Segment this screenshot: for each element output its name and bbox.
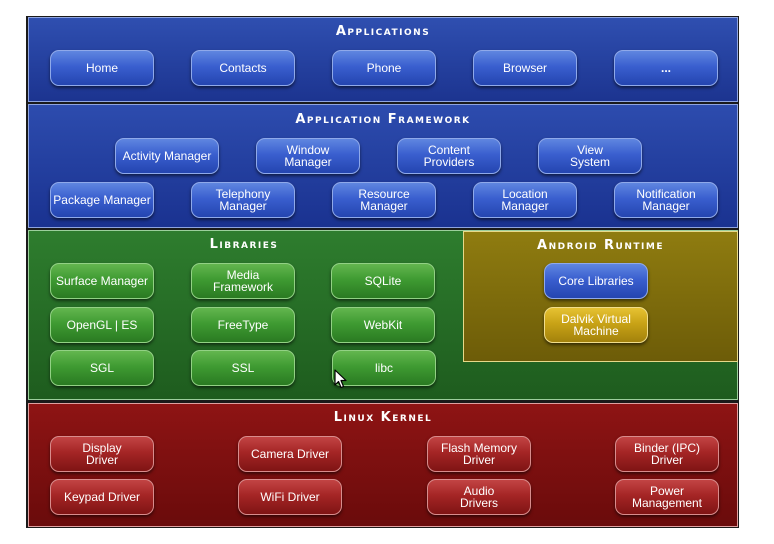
app-phone[interactable]: Phone xyxy=(332,50,436,86)
app-browser[interactable]: Browser xyxy=(473,50,577,86)
notification-manager[interactable]: Notification Manager xyxy=(614,182,718,218)
media-framework[interactable]: Media Framework xyxy=(191,263,295,299)
app-more[interactable]: ... xyxy=(614,50,718,86)
framework-title: Application Framework xyxy=(295,112,471,127)
surface-manager[interactable]: Surface Manager xyxy=(50,263,154,299)
dalvik-virtual-machine[interactable]: Dalvik Virtual Machine xyxy=(544,307,648,343)
libc[interactable]: libc xyxy=(332,350,436,386)
audio-drivers[interactable]: Audio Drivers xyxy=(427,479,531,515)
kernel-layer: Linux Kernel Display Driver Camera Drive… xyxy=(28,403,738,527)
core-libraries[interactable]: Core Libraries xyxy=(544,263,648,299)
app-home[interactable]: Home xyxy=(50,50,154,86)
power-management[interactable]: Power Management xyxy=(615,479,719,515)
sgl[interactable]: SGL xyxy=(50,350,154,386)
applications-layer: Applications Home Contacts Phone Browser… xyxy=(28,17,738,102)
opengl-es[interactable]: OpenGL | ES xyxy=(50,307,154,343)
libraries-title: Libraries xyxy=(209,237,279,252)
flash-memory-driver[interactable]: Flash Memory Driver xyxy=(427,436,531,472)
applications-title: Applications xyxy=(335,24,431,39)
display-driver[interactable]: Display Driver xyxy=(50,436,154,472)
camera-driver[interactable]: Camera Driver xyxy=(238,436,342,472)
package-manager[interactable]: Package Manager xyxy=(50,182,154,218)
webkit[interactable]: WebKit xyxy=(331,307,435,343)
kernel-title: Linux Kernel xyxy=(333,410,433,425)
activity-manager[interactable]: Activity Manager xyxy=(115,138,219,174)
app-contacts[interactable]: Contacts xyxy=(191,50,295,86)
binder-ipc-driver[interactable]: Binder (IPC) Driver xyxy=(615,436,719,472)
sqlite[interactable]: SQLite xyxy=(331,263,435,299)
view-system[interactable]: View System xyxy=(538,138,642,174)
runtime-layer: Android Runtime Core Libraries Dalvik Vi… xyxy=(463,231,738,362)
freetype[interactable]: FreeType xyxy=(191,307,295,343)
keypad-driver[interactable]: Keypad Driver xyxy=(50,479,154,515)
location-manager[interactable]: Location Manager xyxy=(473,182,577,218)
resource-manager[interactable]: Resource Manager xyxy=(332,182,436,218)
wifi-driver[interactable]: WiFi Driver xyxy=(238,479,342,515)
content-providers[interactable]: Content Providers xyxy=(397,138,501,174)
runtime-title: Android Runtime xyxy=(537,238,664,253)
mouse-pointer-icon xyxy=(334,369,347,389)
ssl[interactable]: SSL xyxy=(191,350,295,386)
telephony-manager[interactable]: Telephony Manager xyxy=(191,182,295,218)
window-manager[interactable]: Window Manager xyxy=(256,138,360,174)
framework-layer: Application Framework Activity Manager W… xyxy=(28,104,738,228)
